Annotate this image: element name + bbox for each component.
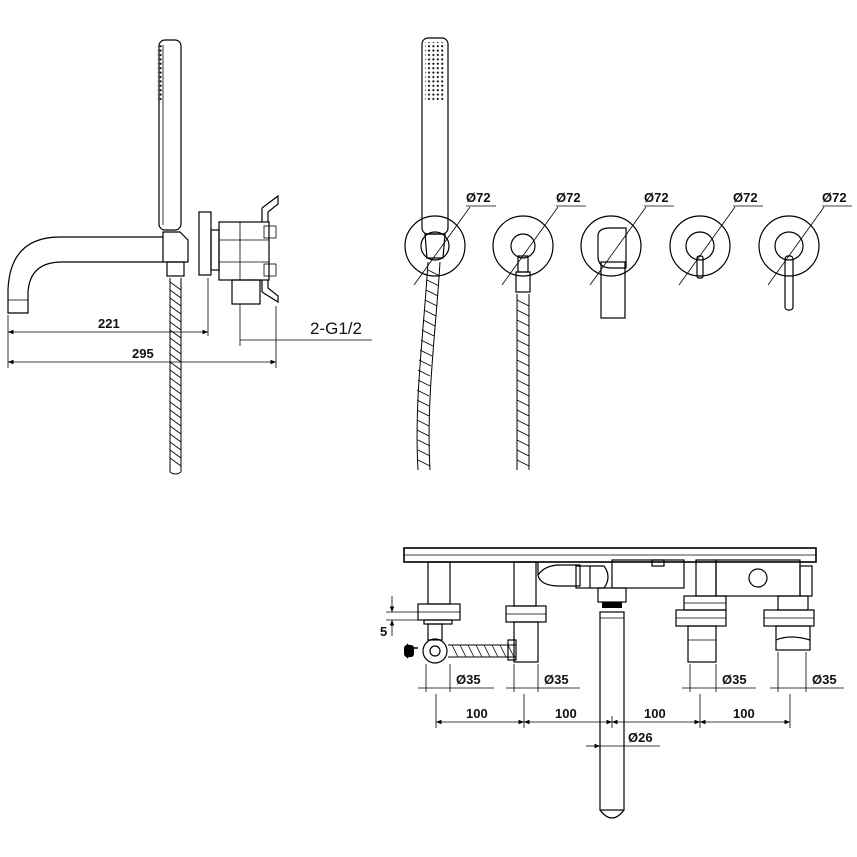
- dim-spacing-4: 100: [733, 706, 755, 721]
- rosette-spout: Ø72: [580, 190, 674, 319]
- spout-install: [599, 611, 625, 811]
- dim-rosette-4: Ø72: [733, 190, 758, 205]
- dim-rosette-5: Ø72: [822, 190, 847, 205]
- rosette-holder: Ø72: [404, 190, 496, 286]
- hand-shower-handle: [158, 39, 182, 231]
- dim-spout-diameter: Ø26: [628, 730, 653, 745]
- hand-shower-nozzles-front: [425, 42, 445, 100]
- dim-spacing-3: 100: [644, 706, 666, 721]
- dim-rosette-3: Ø72: [644, 190, 669, 205]
- hose-front-1: [416, 261, 429, 471]
- valve-body-side: [218, 221, 270, 281]
- install-view: 5 Ø35 Ø35 Ø35 Ø35 100 100 100 100: [380, 547, 844, 819]
- rosette-diverter: Ø72: [669, 190, 763, 286]
- hand-shower-nozzles: [157, 44, 162, 100]
- front-view: Ø72 Ø72 Ø72: [404, 37, 852, 471]
- dim-spout-reach: 221: [98, 316, 120, 331]
- hose-install: [448, 644, 516, 658]
- rosette-mixer: Ø72: [758, 190, 852, 311]
- dim-handle-3: Ø35: [722, 672, 747, 687]
- dim-overall-length: 295: [132, 346, 154, 361]
- rosette-hose-outlet: Ø72: [492, 190, 586, 293]
- dim-inlets: 2-G1/2: [310, 319, 362, 338]
- holder-head: [422, 638, 448, 664]
- dim-rosette-2: Ø72: [556, 190, 581, 205]
- dim-handle-2: Ø35: [544, 672, 569, 687]
- spout-front: [600, 261, 626, 319]
- dim-spacing-1: 100: [466, 706, 488, 721]
- wall-plate-side: [198, 211, 212, 276]
- spout-side: [7, 236, 163, 314]
- dim-plate-gap: 5: [380, 624, 387, 639]
- dim-spacing-2: 100: [555, 706, 577, 721]
- side-view: 221 295 2-G1/2: [7, 39, 372, 475]
- dim-handle-1: Ø35: [456, 672, 481, 687]
- dim-handle-4: Ø35: [812, 672, 837, 687]
- dim-rosette-1: Ø72: [466, 190, 491, 205]
